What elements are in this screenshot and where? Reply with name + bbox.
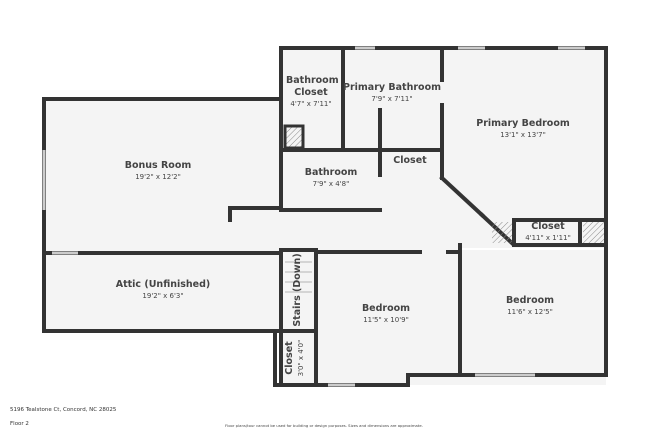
room-primary-bathroom: Primary Bathroom 7'9" x 7'11" (343, 82, 441, 104)
room-name: Stairs (Down) (292, 253, 303, 327)
room-name: Primary Bathroom (343, 82, 441, 93)
room-dims: 3'0" x 4'0" (297, 339, 305, 377)
room-dims: 11'5" x 10'9" (363, 316, 409, 324)
address: 5196 Tealstone Ct, Concord, NC 28025 (10, 407, 117, 413)
room-closet-bedroom: Closet 4'11" x 1'11" (525, 221, 571, 243)
room-name: Closet (531, 221, 565, 232)
room-dims: 4'7" x 7'11" (290, 100, 332, 108)
room-bedroom-2: Bedroom 11'6" x 12'5" (506, 295, 554, 317)
room-dims: 13'1" x 13'7" (500, 131, 546, 139)
room-closet: Closet (393, 155, 426, 167)
room-dims: 7'9" x 7'11" (371, 95, 413, 103)
room-name: Bedroom (505, 295, 555, 306)
stairs (285, 261, 312, 293)
hatched-area (283, 124, 305, 150)
room-name: Bathroom (304, 167, 358, 178)
hatched-area (583, 222, 604, 243)
room-name: Closet (393, 155, 427, 166)
windows (42, 46, 585, 387)
room-dims: 19'2" x 12'2" (135, 173, 181, 181)
room-bonus-room: Bonus Room 19'2" x 12'2" (125, 160, 192, 182)
room-bedroom-1: Bedroom 11'5" x 10'9" (362, 303, 410, 325)
room-name: Closet (284, 341, 295, 375)
room-bathroom-closet: Bathroom Closet 4'7" x 7'11" (286, 75, 339, 109)
room-dims: 4'11" x 1'11" (525, 234, 571, 242)
floor-label: Floor 2 (10, 421, 29, 427)
room-name: Bonus Room (124, 160, 192, 171)
room-bathroom: Bathroom 7'9" x 4'8" (305, 167, 358, 189)
disclaimer: Floor plans/tour cannot be used for buil… (225, 423, 423, 428)
room-name: Bedroom (361, 303, 411, 314)
room-name: Attic (Unfinished) (115, 279, 211, 290)
room-primary-bedroom: Primary Bedroom 13'1" x 13'7" (476, 118, 570, 140)
room-name: Primary Bedroom (476, 118, 570, 129)
stairs-label: Stairs (Down) (292, 253, 304, 326)
room-attic: Attic (Unfinished) 19'2" x 6'3" (116, 279, 211, 301)
room-dims: 7'9" x 4'8" (312, 180, 350, 188)
room-name: Bathroom Closet (286, 75, 339, 98)
room-dims: 11'6" x 12'5" (507, 308, 553, 316)
room-dims: 19'2" x 6'3" (142, 292, 184, 300)
hatched-area (492, 222, 512, 243)
